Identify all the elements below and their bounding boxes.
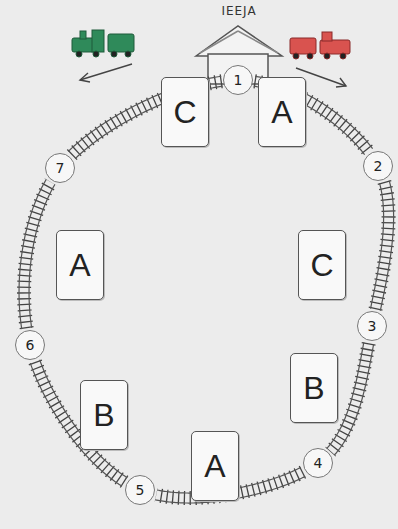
track-segment-group bbox=[371, 181, 394, 311]
wheel bbox=[307, 53, 313, 59]
station-circle: 4 bbox=[303, 448, 333, 478]
rail bbox=[334, 344, 373, 455]
entrance-label: IEEJA bbox=[221, 4, 256, 18]
wagon bbox=[108, 34, 134, 52]
red-train bbox=[290, 32, 350, 59]
wheel bbox=[76, 51, 82, 57]
station-number: 4 bbox=[314, 455, 323, 471]
station-number: 1 bbox=[234, 72, 243, 88]
station-number: 6 bbox=[26, 337, 35, 353]
card-letter: A bbox=[271, 94, 292, 131]
track-segment-group bbox=[254, 76, 373, 154]
locomotive-body bbox=[320, 40, 350, 54]
letter-card: C bbox=[161, 77, 209, 147]
house-roof bbox=[196, 26, 282, 56]
cab bbox=[92, 30, 104, 52]
card-letter: A bbox=[204, 448, 225, 485]
station-number: 7 bbox=[56, 160, 65, 176]
card-letter: C bbox=[310, 247, 333, 284]
letter-card: B bbox=[80, 380, 128, 450]
wheel bbox=[111, 51, 117, 57]
arrow-line bbox=[80, 64, 132, 80]
rail bbox=[29, 184, 55, 327]
card-letter: A bbox=[69, 247, 90, 284]
card-letter: B bbox=[303, 370, 324, 407]
wheel bbox=[93, 51, 99, 57]
track-segment-group bbox=[19, 179, 55, 329]
wheel bbox=[324, 53, 330, 59]
green-train bbox=[72, 30, 134, 57]
station-circle: 1 bbox=[223, 65, 253, 95]
station-number: 3 bbox=[368, 318, 377, 334]
station-circle: 3 bbox=[357, 311, 387, 341]
letter-card: A bbox=[56, 230, 104, 300]
rail bbox=[40, 360, 128, 478]
rail bbox=[68, 76, 221, 151]
station-circle: 5 bbox=[125, 475, 155, 505]
card-letter: B bbox=[93, 397, 114, 434]
letter-card: A bbox=[191, 431, 239, 501]
letter-card: A bbox=[258, 77, 306, 147]
arrow-head bbox=[336, 78, 346, 87]
roof-line bbox=[200, 31, 238, 53]
cab bbox=[322, 32, 332, 41]
card-letter: C bbox=[173, 94, 196, 131]
track-segment-group bbox=[30, 360, 127, 486]
letter-card: B bbox=[290, 353, 338, 423]
direction-arrow bbox=[80, 64, 132, 82]
station-number: 2 bbox=[374, 158, 383, 174]
railway-track bbox=[24, 182, 51, 328]
station-number: 5 bbox=[136, 482, 145, 498]
wheel bbox=[293, 53, 299, 59]
wagon bbox=[290, 38, 316, 54]
station-circle: 2 bbox=[363, 151, 393, 181]
rail bbox=[371, 183, 384, 308]
rail bbox=[19, 179, 46, 329]
chimney bbox=[80, 31, 86, 39]
letter-card: C bbox=[298, 230, 346, 300]
wheel bbox=[125, 51, 131, 57]
rail bbox=[255, 76, 372, 148]
wheel bbox=[340, 53, 346, 59]
station-circle: 7 bbox=[45, 153, 75, 183]
arrow-head bbox=[80, 73, 90, 82]
roof-line bbox=[238, 31, 278, 53]
track-segment-group bbox=[68, 76, 222, 158]
station-circle: 6 bbox=[15, 330, 45, 360]
